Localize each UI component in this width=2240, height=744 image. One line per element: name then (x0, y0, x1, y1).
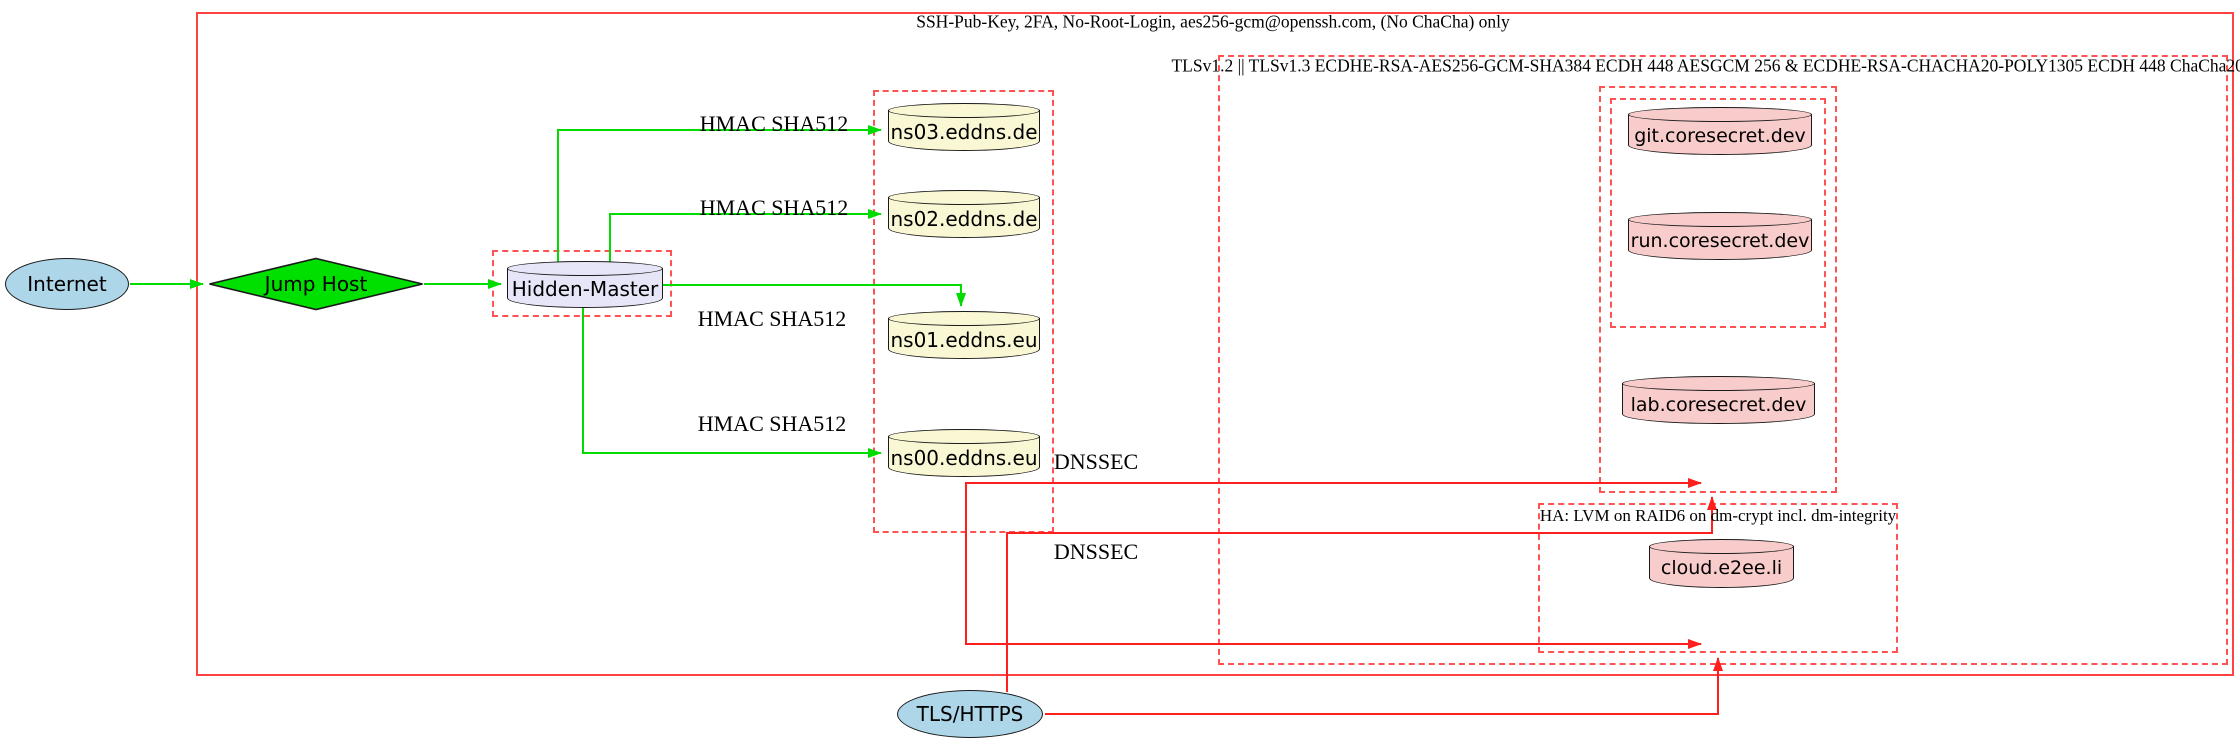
cylinder-cap (1628, 212, 1812, 227)
git-run-cluster-box (1610, 98, 1826, 328)
ns01-label: ns01.eddns.eu (890, 327, 1038, 352)
lab-node[interactable]: lab.coresecret.dev (1622, 376, 1815, 424)
jump-host-label: Jump Host (264, 272, 368, 296)
hidden-master-node[interactable]: Hidden-Master (507, 261, 663, 308)
cylinder-cap (1622, 376, 1815, 391)
ssh-cluster-box (196, 12, 2234, 676)
edge-dnssec-ns-to-ha (965, 533, 1702, 649)
edge-hiddenmaster-to-ns03 (557, 125, 882, 263)
tls-https-node[interactable]: TLS/HTTPS (897, 690, 1043, 738)
edge-tlshttps-to-coresecret (1006, 496, 1717, 692)
ns00-node[interactable]: ns00.eddns.eu (888, 429, 1040, 477)
cylinder-cap (888, 429, 1040, 444)
run-node[interactable]: run.coresecret.dev (1628, 212, 1812, 260)
internet-label: Internet (27, 272, 107, 296)
ha-cluster-box (1538, 503, 1898, 653)
ns02-node[interactable]: ns02.eddns.de (888, 190, 1040, 238)
edge-hiddenmaster-to-ns00 (582, 307, 882, 458)
lab-label: lab.coresecret.dev (1630, 393, 1807, 416)
tls-cluster-box (1218, 55, 2228, 665)
ns02-label: ns02.eddns.de (890, 206, 1038, 231)
cylinder-cap (888, 103, 1040, 118)
edge-dnssec-ns-to-coresecret (965, 478, 1702, 533)
cylinder-cap (888, 311, 1040, 326)
run-label: run.coresecret.dev (1630, 229, 1810, 252)
edge-tlshttps-to-ha (1045, 657, 1723, 715)
git-label: git.coresecret.dev (1634, 124, 1806, 147)
cloud-label: cloud.e2ee.li (1660, 557, 1783, 579)
diamond-shape (209, 257, 423, 311)
jump-host-node[interactable]: Jump Host (208, 257, 424, 311)
cylinder-cap (888, 190, 1040, 205)
ns03-label: ns03.eddns.de (890, 119, 1038, 144)
cylinder-cap (507, 261, 663, 276)
ns03-node[interactable]: ns03.eddns.de (888, 103, 1040, 151)
cloud-node[interactable]: cloud.e2ee.li (1649, 539, 1794, 588)
git-node[interactable]: git.coresecret.dev (1628, 107, 1812, 155)
cylinder-cap (1628, 107, 1812, 122)
edge-hiddenmaster-to-ns02 (609, 209, 882, 263)
nameserver-cluster-box (873, 90, 1054, 533)
edge-hiddenmaster-to-ns01 (663, 284, 966, 307)
cylinder-cap (1649, 539, 1794, 554)
tls-https-label: TLS/HTTPS (916, 702, 1024, 726)
ns01-node[interactable]: ns01.eddns.eu (888, 311, 1040, 359)
hidden-master-label: Hidden-Master (511, 277, 659, 301)
ns00-label: ns00.eddns.eu (890, 445, 1038, 470)
coresecret-cluster-box (1599, 86, 1837, 493)
internet-node[interactable]: Internet (5, 258, 129, 310)
